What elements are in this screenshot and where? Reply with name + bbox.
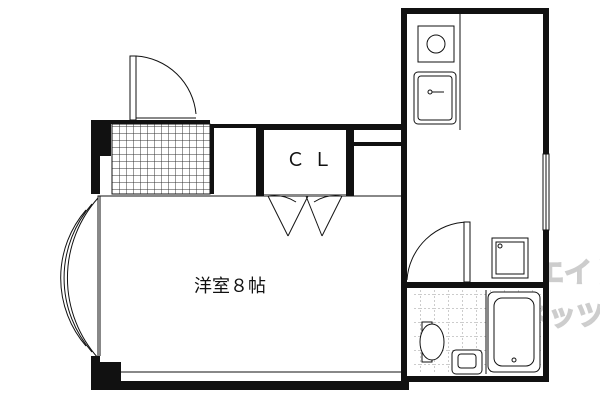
- western-room-label: 洋室８帖: [194, 276, 266, 297]
- closet-label: ＣＬ: [286, 149, 340, 171]
- kitchen-door: [406, 221, 471, 283]
- western-room-floor: [97, 195, 405, 383]
- entrance-tile-area: [111, 123, 211, 195]
- bath-fixtures: [419, 291, 541, 375]
- kitchen-fixtures: [413, 14, 550, 279]
- closet-doors: [267, 195, 343, 237]
- inner-wall-lines: [99, 193, 401, 373]
- bay-window: [60, 197, 99, 359]
- closet-interior: [264, 130, 346, 194]
- entrance-door: [129, 55, 197, 121]
